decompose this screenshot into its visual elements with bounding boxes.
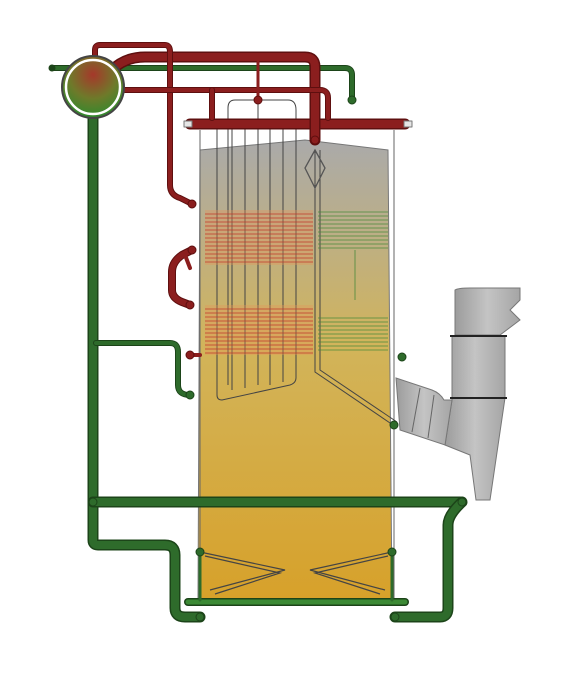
steam-drum-icon xyxy=(61,55,125,119)
upper-economizer-bank xyxy=(318,211,388,300)
steam-drum xyxy=(48,55,125,119)
upper-superheater-bank xyxy=(205,210,313,265)
lower-economizer-bank xyxy=(318,317,388,351)
duct-outlet-hood xyxy=(454,287,521,336)
steam-circuit xyxy=(92,42,413,357)
duct-elbow xyxy=(395,377,453,446)
junction-nodes xyxy=(88,95,467,622)
bottom-hopper-coils xyxy=(199,551,393,595)
furnace-shell xyxy=(197,139,393,601)
duct-riser xyxy=(444,335,506,501)
left-branch xyxy=(93,340,193,398)
water-circuit xyxy=(49,65,468,623)
steam-line-secondary xyxy=(122,87,331,121)
steam-separator xyxy=(304,148,326,190)
furnace xyxy=(197,130,395,601)
hanger-tubes xyxy=(216,99,398,426)
flue-gas-duct xyxy=(395,287,521,501)
lower-superheater-bank xyxy=(205,305,313,355)
